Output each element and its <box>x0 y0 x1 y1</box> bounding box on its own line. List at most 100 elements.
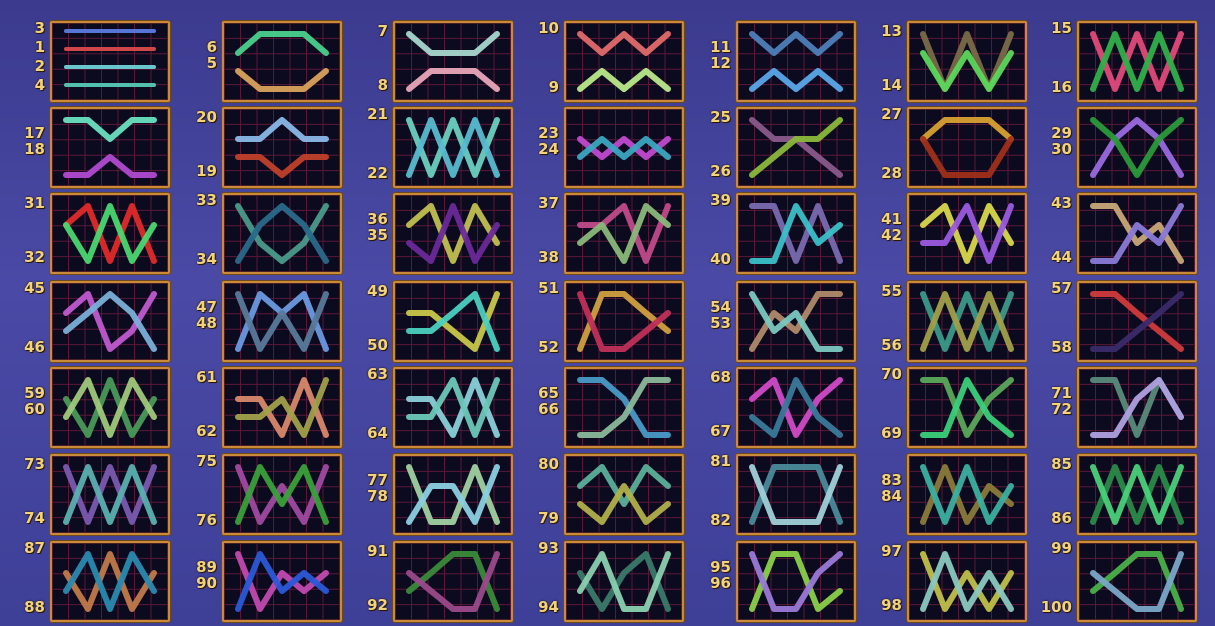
payline-number: 96 <box>691 576 731 591</box>
payline-cell: 1516 <box>1027 18 1197 104</box>
payline-number: 87 <box>5 541 45 556</box>
payline-number: 47 <box>177 300 217 315</box>
payline-cell: 3635 <box>343 190 513 276</box>
payline-diagram <box>52 109 168 186</box>
payline-number: 12 <box>691 56 731 71</box>
payline-number: 77 <box>348 473 388 488</box>
payline-cell: 109 <box>514 18 684 104</box>
payline-number: 73 <box>5 457 45 472</box>
payline-cell: 6566 <box>514 364 684 450</box>
payline-path <box>1093 467 1181 522</box>
payline-number: 92 <box>348 598 388 613</box>
payline-panel <box>1077 193 1197 274</box>
payline-number: 70 <box>862 367 902 382</box>
payline-number: 82 <box>691 513 731 528</box>
payline-panel <box>50 107 170 188</box>
payline-panel <box>222 367 342 448</box>
payline-cell: 3940 <box>686 190 856 276</box>
payline-number: 56 <box>862 338 902 353</box>
payline-panel <box>736 21 856 102</box>
payline-diagram <box>1079 283 1195 360</box>
payline-number: 30 <box>1032 142 1072 157</box>
payline-number: 97 <box>862 544 902 559</box>
payline-panel <box>907 193 1027 274</box>
payline-number: 59 <box>5 386 45 401</box>
payline-number: 35 <box>348 228 388 243</box>
payline-number: 45 <box>5 281 45 296</box>
payline-panel <box>564 541 684 622</box>
payline-number: 17 <box>5 126 45 141</box>
payline-number: 58 <box>1032 340 1072 355</box>
payline-path <box>752 71 840 89</box>
payline-diagram <box>566 195 682 272</box>
payline-cell: 45 46 <box>0 278 170 364</box>
payline-number: 46 <box>5 340 45 355</box>
payline-panel <box>564 281 684 362</box>
payline-number: 51 <box>519 281 559 296</box>
payline-number: 84 <box>862 489 902 504</box>
payline-number: 68 <box>691 370 731 385</box>
payline-number: 78 <box>348 489 388 504</box>
payline-panel <box>393 107 513 188</box>
payline-number: 6 <box>177 40 217 55</box>
payline-diagram <box>224 195 340 272</box>
payline-cell: 8990 <box>172 538 342 624</box>
payline-number: 53 <box>691 316 731 331</box>
payline-number: 11 <box>691 40 731 55</box>
payline-diagram <box>395 456 511 533</box>
payline-path <box>409 294 497 349</box>
payline-number: 90 <box>177 576 217 591</box>
payline-cell: 4950 <box>343 278 513 364</box>
payline-panel <box>1077 21 1197 102</box>
payline-path <box>66 380 154 435</box>
payline-path <box>923 53 1011 89</box>
payline-path <box>409 380 497 435</box>
payline-path <box>752 294 840 349</box>
payline-diagram <box>566 23 682 100</box>
payline-number: 2 <box>5 59 45 74</box>
payline-panel <box>393 541 513 622</box>
payline-panel <box>907 21 1027 102</box>
payline-diagram <box>566 543 682 620</box>
payline-number: 16 <box>1032 80 1072 95</box>
payline-number: 42 <box>862 228 902 243</box>
payline-panel <box>222 107 342 188</box>
payline-number: 38 <box>519 250 559 265</box>
payline-cell: 1718 <box>0 104 170 190</box>
payline-diagram <box>52 23 168 100</box>
payline-diagram <box>738 543 854 620</box>
payline-panel <box>50 454 170 535</box>
payline-panel <box>564 367 684 448</box>
payline-path <box>923 294 1011 349</box>
payline-number: 10 <box>519 21 559 36</box>
payline-number: 83 <box>862 473 902 488</box>
payline-number: 60 <box>5 402 45 417</box>
payline-number: 98 <box>862 598 902 613</box>
payline-number: 29 <box>1032 126 1072 141</box>
payline-number: 7 <box>348 24 388 39</box>
payline-diagram <box>1079 23 1195 100</box>
payline-number: 37 <box>519 196 559 211</box>
payline-diagram <box>224 109 340 186</box>
payline-number: 4 <box>5 78 45 93</box>
payline-number: 14 <box>862 78 902 93</box>
payline-cell: 2526 <box>686 104 856 190</box>
payline-panel <box>393 281 513 362</box>
payline-number: 19 <box>177 164 217 179</box>
payline-path <box>580 554 668 609</box>
payline-path <box>1093 380 1181 435</box>
payline-number: 61 <box>177 370 217 385</box>
payline-cell: 4748 <box>172 278 342 364</box>
payline-cell: 37 38 <box>514 190 684 276</box>
payline-path <box>238 206 326 261</box>
